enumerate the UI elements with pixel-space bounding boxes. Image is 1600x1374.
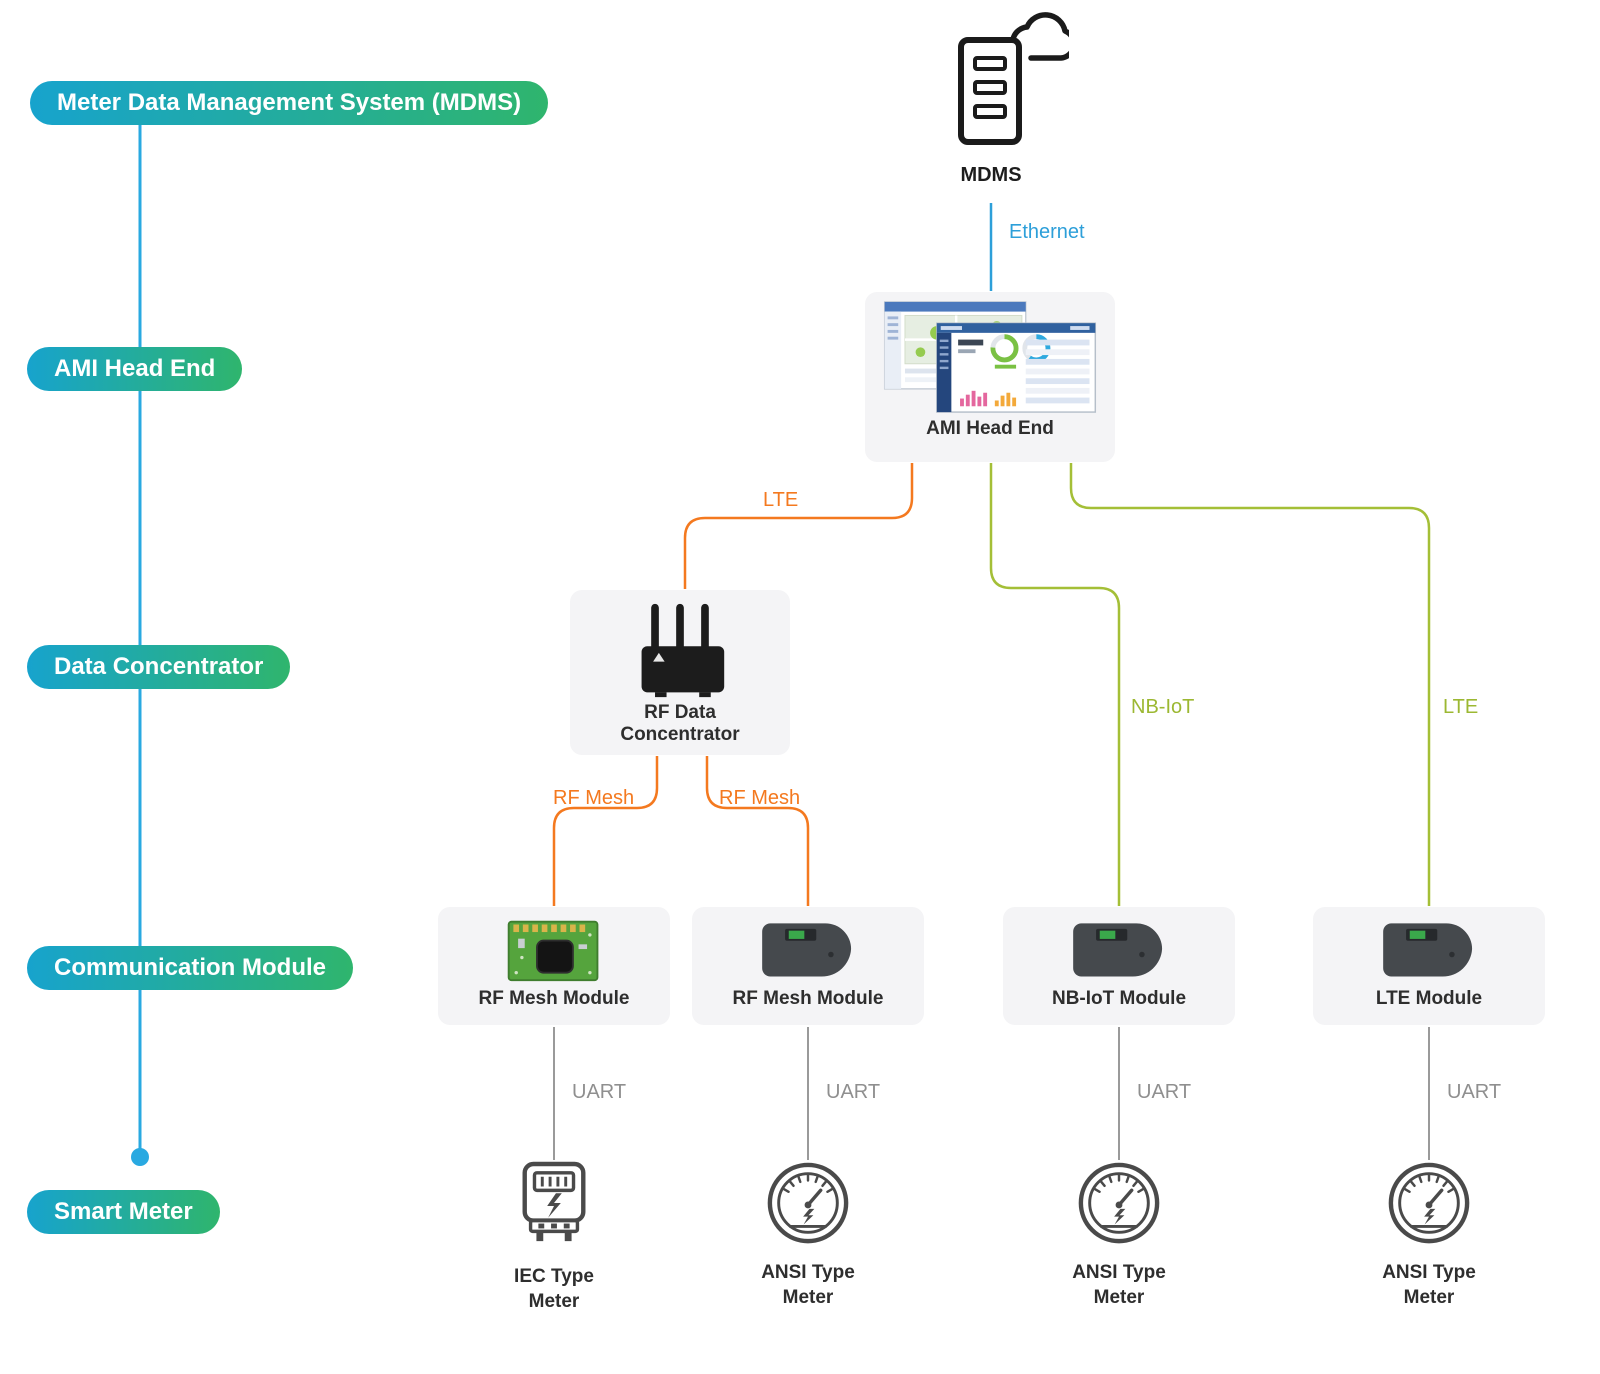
rf-data-concentrator-card: RF Data Concentrator [570,590,790,755]
module-label-rf-mesh-2: RF Mesh Module [732,988,884,1009]
link-rf-mesh-right-line [705,756,810,906]
link-rf-mesh-left-line [552,756,659,906]
link-uart-label-1: UART [572,1081,627,1103]
mdms-label: MDMS [960,164,1022,186]
link-lte-left-label: LTE [763,489,799,511]
ansi-meter-icon [1386,1160,1472,1246]
stage-pill-communication-module: Communication Module [27,946,353,990]
rf-concentrator-router-icon [621,602,739,700]
meter-label-ansi-3: ANSI Type Meter [1382,1262,1476,1308]
module-card-nbiot: NB-IoT Module [1003,907,1235,1025]
link-rf-mesh-left-label: RF Mesh [553,787,635,809]
timeline-end-dot [131,1148,149,1166]
stage-pill-data-concentrator: Data Concentrator [27,645,291,689]
comm-module-icon [1068,916,1170,982]
stage-pill-smart-meter: Smart Meter [27,1190,220,1234]
link-rf-mesh-right-label: RF Mesh [719,787,801,809]
link-lte-right-label: LTE [1443,696,1479,718]
module-label-lte: LTE Module [1375,988,1483,1009]
comm-module-icon [1378,916,1480,982]
link-ethernet-label: Ethernet [1009,221,1085,243]
ansi-meter-icon [1076,1160,1162,1246]
stage-pill-ami-head-end: AMI Head End [27,347,243,391]
link-lte-left-line [683,463,914,589]
stage-pill-mdms: Meter Data Management System (MDMS) [30,81,549,125]
module-card-rf-mesh-1: RF Mesh Module [438,907,670,1025]
meter-ansi-3: ANSI Type Meter [1359,1160,1499,1310]
module-card-rf-mesh-2: RF Mesh Module [692,907,924,1025]
iec-meter-icon [513,1160,595,1250]
link-uart-label-4: UART [1447,1081,1502,1103]
module-label-rf-mesh-1: RF Mesh Module [478,988,630,1009]
meter-label-iec: IEC Type Meter [514,1266,594,1312]
meter-ansi-2: ANSI Type Meter [1049,1160,1189,1310]
comm-module-icon [757,916,859,982]
link-lte-right-line [1069,463,1431,906]
meter-label-ansi-1: ANSI Type Meter [761,1262,855,1308]
dashboard-screenshot-icon [876,300,1104,414]
link-nbiot-label: NB-IoT [1131,696,1195,718]
module-label-nbiot: NB-IoT Module [1051,988,1187,1009]
ami-head-end-card: AMI Head End [865,292,1115,462]
link-uart-label-2: UART [826,1081,881,1103]
meter-label-ansi-2: ANSI Type Meter [1072,1262,1166,1308]
pcb-module-icon [506,916,602,984]
mdms-server-cloud-icon [939,10,1069,160]
rf-data-concentrator-label: RF Data Concentrator [620,702,740,745]
link-nbiot-line [989,463,1121,906]
link-uart-label-3: UART [1137,1081,1192,1103]
ansi-meter-icon [765,1160,851,1246]
meter-ansi-1: ANSI Type Meter [738,1160,878,1310]
ami-head-end-label: AMI Head End [926,418,1054,439]
module-card-lte: LTE Module [1313,907,1545,1025]
meter-iec: IEC Type Meter [484,1160,624,1314]
